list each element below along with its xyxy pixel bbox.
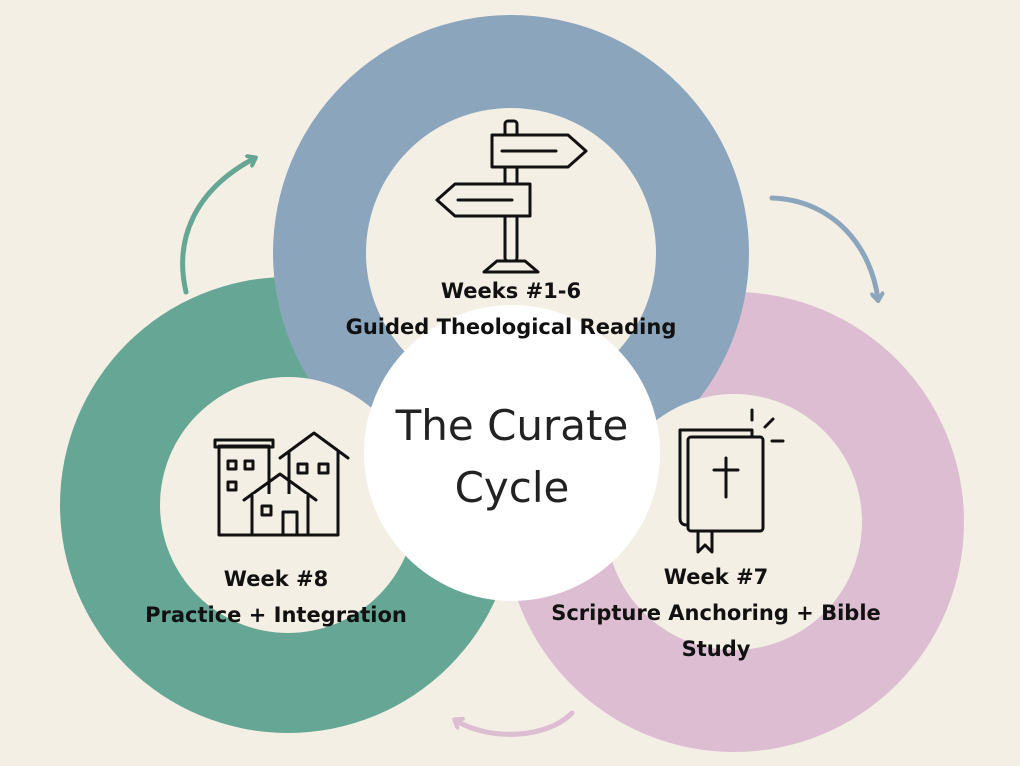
bible-icon (678, 408, 785, 554)
scripture-stage-label: Week #7 Scripture Anchoring + Bible Stud… (520, 559, 912, 667)
arrow-practice-to-reading (180, 158, 255, 295)
center-circle (364, 305, 660, 601)
arrow-scripture-to-practice (455, 710, 575, 737)
practice-stage-label: Week #8 Practice + Integration (126, 561, 426, 633)
arrow-reading-to-scripture (769, 195, 878, 300)
title-line-1: The Curate (395, 401, 629, 450)
title-line-2: Cycle (454, 463, 570, 512)
reading-heading: Weeks #1-6 (440, 279, 582, 303)
scripture-subtitle-line2: Study (681, 637, 751, 661)
signpost-icon (435, 119, 588, 274)
reading-subtitle: Guided Theological Reading (345, 315, 677, 339)
buildings-icon (213, 431, 350, 537)
diagram-title: The Curate Cycle (380, 395, 644, 519)
reading-stage-label: Weeks #1-6 Guided Theological Reading (311, 273, 711, 345)
scripture-heading: Week #7 (663, 565, 769, 589)
scripture-subtitle-line1: Scripture Anchoring + Bible (551, 601, 881, 625)
practice-subtitle: Practice + Integration (145, 603, 407, 627)
practice-heading: Week #8 (223, 567, 329, 591)
